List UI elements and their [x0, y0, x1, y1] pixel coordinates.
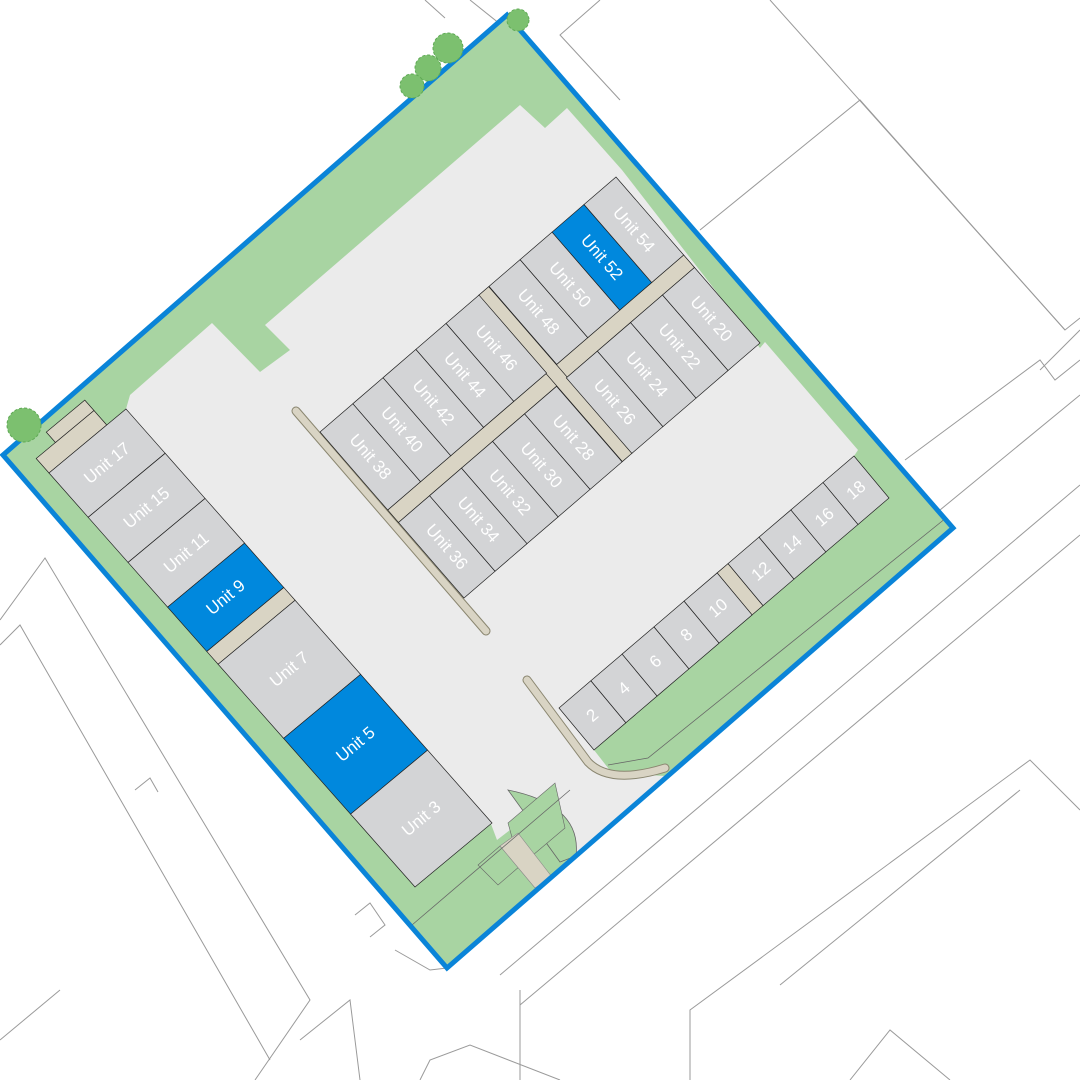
unit-footprint[interactable] — [350, 749, 493, 888]
tree-icon — [506, 8, 530, 32]
unit-16[interactable]: 16 — [790, 481, 859, 553]
unit-18[interactable]: 18 — [822, 455, 890, 525]
bin-store — [45, 399, 95, 443]
unit-footprint[interactable] — [445, 294, 548, 402]
unit-footprint[interactable] — [524, 385, 623, 490]
unit-unit-50[interactable]: Unit 50 — [519, 231, 621, 339]
trees-layer — [6, 8, 530, 443]
context-line — [134, 777, 159, 793]
context-line — [559, 0, 621, 101]
context-line — [0, 557, 311, 1080]
site-boundary — [0, 11, 957, 972]
context-line — [519, 534, 1080, 1006]
unit-unit-32[interactable]: Unit 32 — [461, 440, 559, 545]
unit-unit-17[interactable]: Unit 17 — [48, 408, 166, 518]
unit-footprint[interactable] — [683, 572, 753, 644]
context-line — [769, 0, 1080, 331]
context-line — [419, 1044, 561, 1080]
landscape-edge — [607, 517, 947, 766]
context-line — [299, 999, 361, 1080]
context-line — [849, 1029, 951, 1080]
context-line — [394, 949, 448, 971]
unit-14[interactable]: 14 — [758, 509, 827, 580]
tree-icon — [414, 54, 442, 82]
context-line — [0, 624, 271, 1061]
context-line — [689, 759, 1080, 1080]
unit-unit-9[interactable]: Unit 9 — [167, 542, 285, 652]
context-line — [904, 359, 1080, 461]
context-line — [939, 394, 1080, 511]
context-line — [779, 789, 1021, 986]
footpath — [292, 407, 490, 635]
unit-footprint[interactable] — [662, 266, 761, 372]
tree-icon — [6, 407, 42, 443]
unit-footprint[interactable] — [583, 176, 685, 284]
landscape-edge — [411, 789, 571, 926]
unit-2[interactable]: 2 — [558, 680, 627, 751]
unit-10[interactable]: 10 — [683, 572, 753, 644]
unit-footprint[interactable] — [822, 455, 890, 525]
paths-and-landscaping — [291, 406, 947, 926]
context-line — [424, 0, 446, 19]
unit-footprint[interactable] — [167, 542, 285, 652]
unit-unit-5[interactable]: Unit 5 — [283, 673, 429, 815]
tree-icon — [432, 32, 464, 64]
curved-footpath — [523, 676, 669, 779]
context-line — [1039, 329, 1080, 371]
unit-unit-11[interactable]: Unit 11 — [127, 497, 246, 608]
context-line — [699, 99, 1066, 331]
context-line — [0, 989, 61, 1041]
tree-icon — [399, 73, 425, 99]
context-line — [499, 484, 1080, 976]
unit-unit-3[interactable]: Unit 3 — [350, 749, 493, 888]
context-line — [354, 902, 386, 938]
